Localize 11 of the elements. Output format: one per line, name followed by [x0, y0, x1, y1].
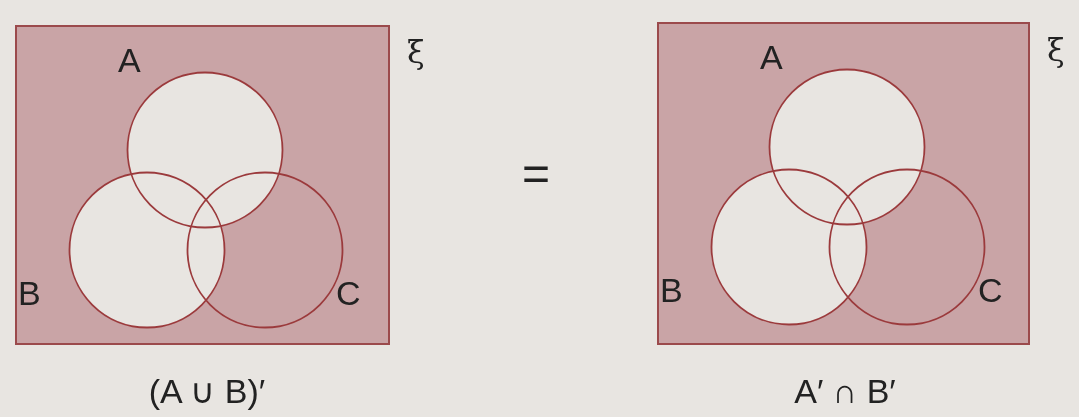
set-symbol: ξ	[1047, 34, 1065, 66]
set-symbol: ξ	[407, 36, 425, 68]
set-letter: C	[978, 273, 1003, 307]
set-expression: (A ∪ B)′	[148, 374, 266, 408]
set-letter: B	[18, 276, 41, 310]
equals-sign: =	[522, 150, 551, 198]
set-expression: A′ ∩ B′	[794, 374, 896, 408]
set-letter: A	[760, 40, 783, 74]
set-letter: A	[118, 43, 141, 77]
set-letter: C	[336, 276, 361, 310]
set-letter: B	[660, 273, 683, 307]
